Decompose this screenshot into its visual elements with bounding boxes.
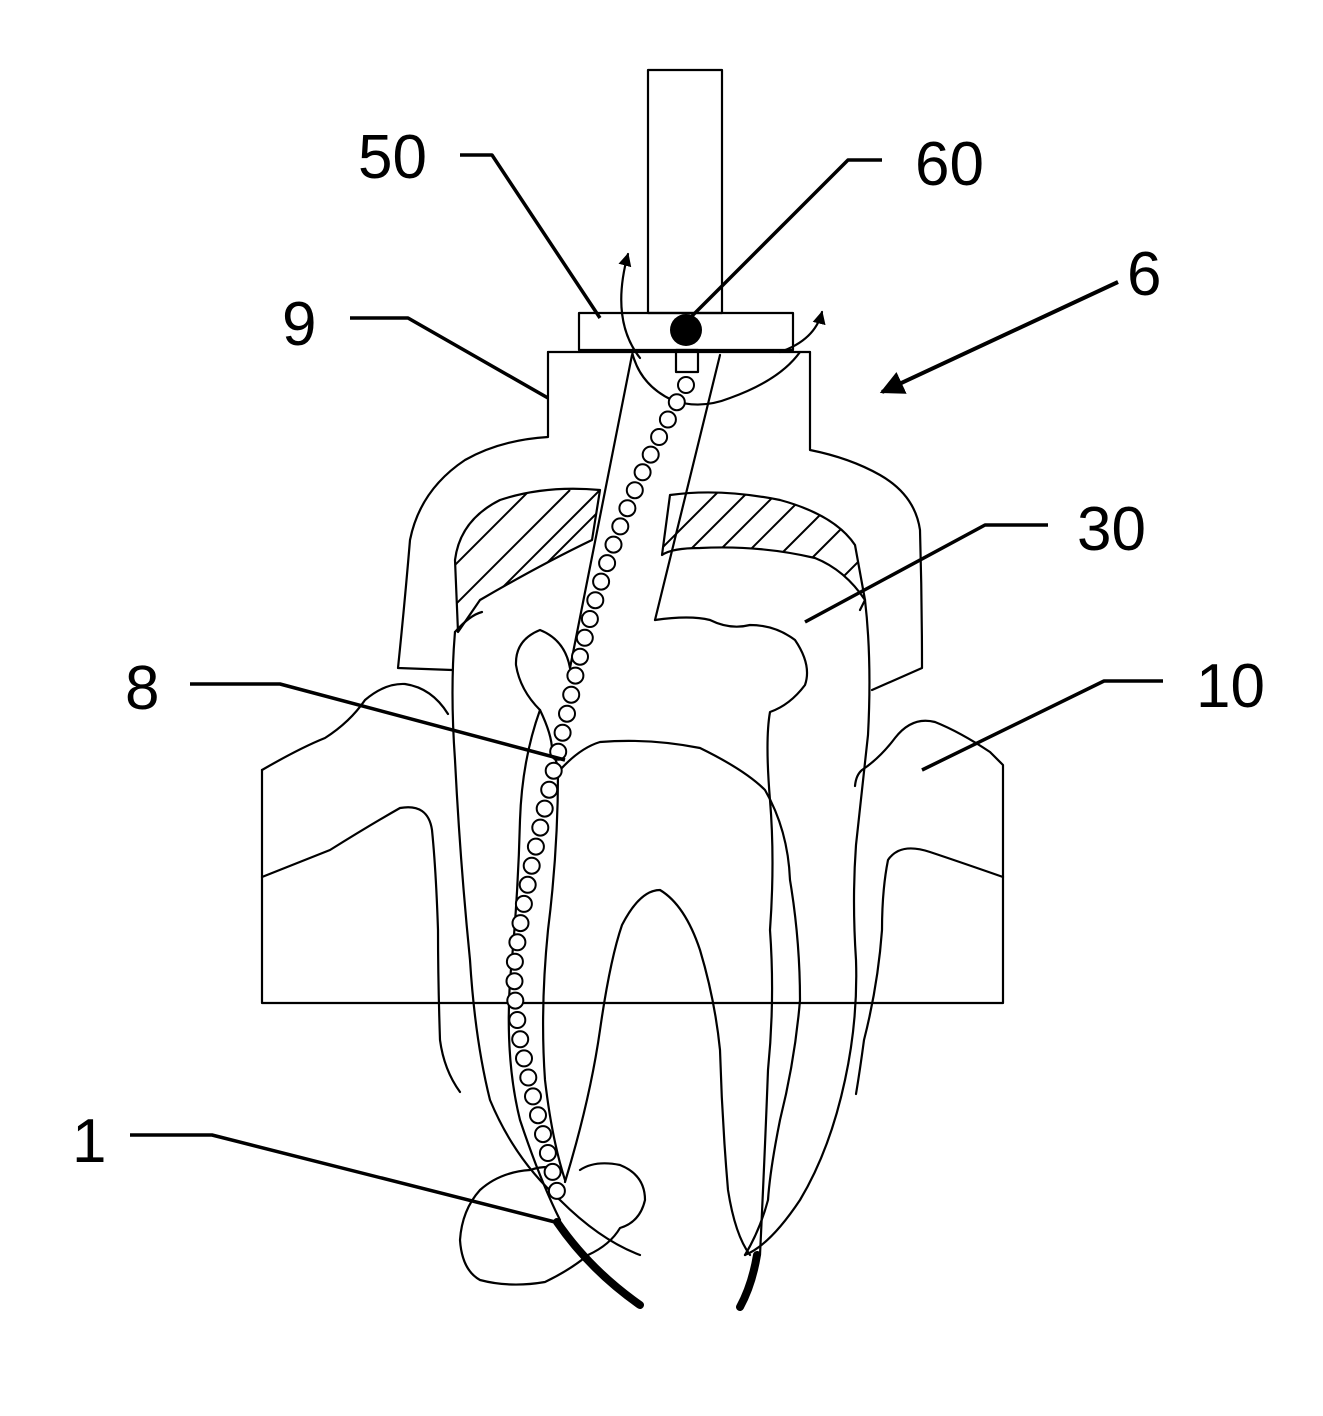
bead-10 <box>599 555 615 571</box>
crown-restoration <box>420 480 890 632</box>
label-1: 1 <box>72 1107 106 1176</box>
leader-9 <box>350 318 548 398</box>
bead-25 <box>528 839 544 855</box>
leader-10 <box>922 681 1163 770</box>
label-8: 8 <box>125 654 159 723</box>
root-canals <box>565 890 750 1255</box>
bead-3 <box>651 429 667 445</box>
bead-43 <box>549 1183 565 1199</box>
bead-14 <box>577 630 593 646</box>
bead-19 <box>555 725 571 741</box>
bead-17 <box>563 687 579 703</box>
bead-33 <box>507 993 523 1009</box>
cap-device <box>398 352 922 690</box>
bead-11 <box>593 574 609 590</box>
bead-7 <box>619 500 635 516</box>
bead-5 <box>635 464 651 480</box>
bead-39 <box>530 1107 546 1123</box>
bone-block <box>262 684 1003 1094</box>
bead-38 <box>525 1088 541 1104</box>
arrow-6 <box>882 282 1118 392</box>
handpiece <box>579 70 793 372</box>
bead-32 <box>507 973 523 989</box>
sensor-dot-60 <box>670 314 702 346</box>
bead-13 <box>582 611 598 627</box>
bead-12 <box>587 592 603 608</box>
bead-42 <box>545 1164 561 1180</box>
label-6: 6 <box>1127 240 1161 309</box>
label-50: 50 <box>358 123 427 192</box>
bead-18 <box>559 706 575 722</box>
periapical-lesion <box>460 1163 645 1284</box>
bead-41 <box>540 1145 556 1161</box>
leader-60 <box>690 160 882 318</box>
bead-chain <box>507 377 695 1199</box>
bead-35 <box>512 1031 528 1047</box>
bead-21 <box>546 763 562 779</box>
file-tips <box>557 1222 757 1307</box>
bead-8 <box>612 518 628 534</box>
bead-37 <box>520 1070 536 1086</box>
label-30: 30 <box>1077 495 1146 564</box>
bead-28 <box>516 896 532 912</box>
leader-50 <box>460 155 600 318</box>
bead-9 <box>606 537 622 553</box>
bead-22 <box>541 782 557 798</box>
bead-0 <box>678 377 694 393</box>
leader-1 <box>130 1135 555 1222</box>
label-60: 60 <box>915 130 984 199</box>
bead-27 <box>520 877 536 893</box>
leader-8 <box>190 684 565 760</box>
bead-1 <box>669 394 685 410</box>
bead-4 <box>643 447 659 463</box>
hatch-lines <box>420 480 890 610</box>
bead-31 <box>507 954 523 970</box>
bead-29 <box>513 915 529 931</box>
bead-15 <box>572 649 588 665</box>
bead-16 <box>567 668 583 684</box>
bead-24 <box>532 820 548 836</box>
bead-23 <box>537 801 553 817</box>
bead-6 <box>627 482 643 498</box>
bead-2 <box>660 412 676 428</box>
bead-34 <box>509 1012 525 1028</box>
label-10: 10 <box>1196 652 1265 721</box>
label-9: 9 <box>282 290 316 359</box>
bead-26 <box>524 858 540 874</box>
bead-36 <box>516 1050 532 1066</box>
reference-labels: 50 60 6 9 30 8 10 1 <box>72 123 1265 1176</box>
bead-30 <box>509 934 525 950</box>
bead-40 <box>535 1126 551 1142</box>
